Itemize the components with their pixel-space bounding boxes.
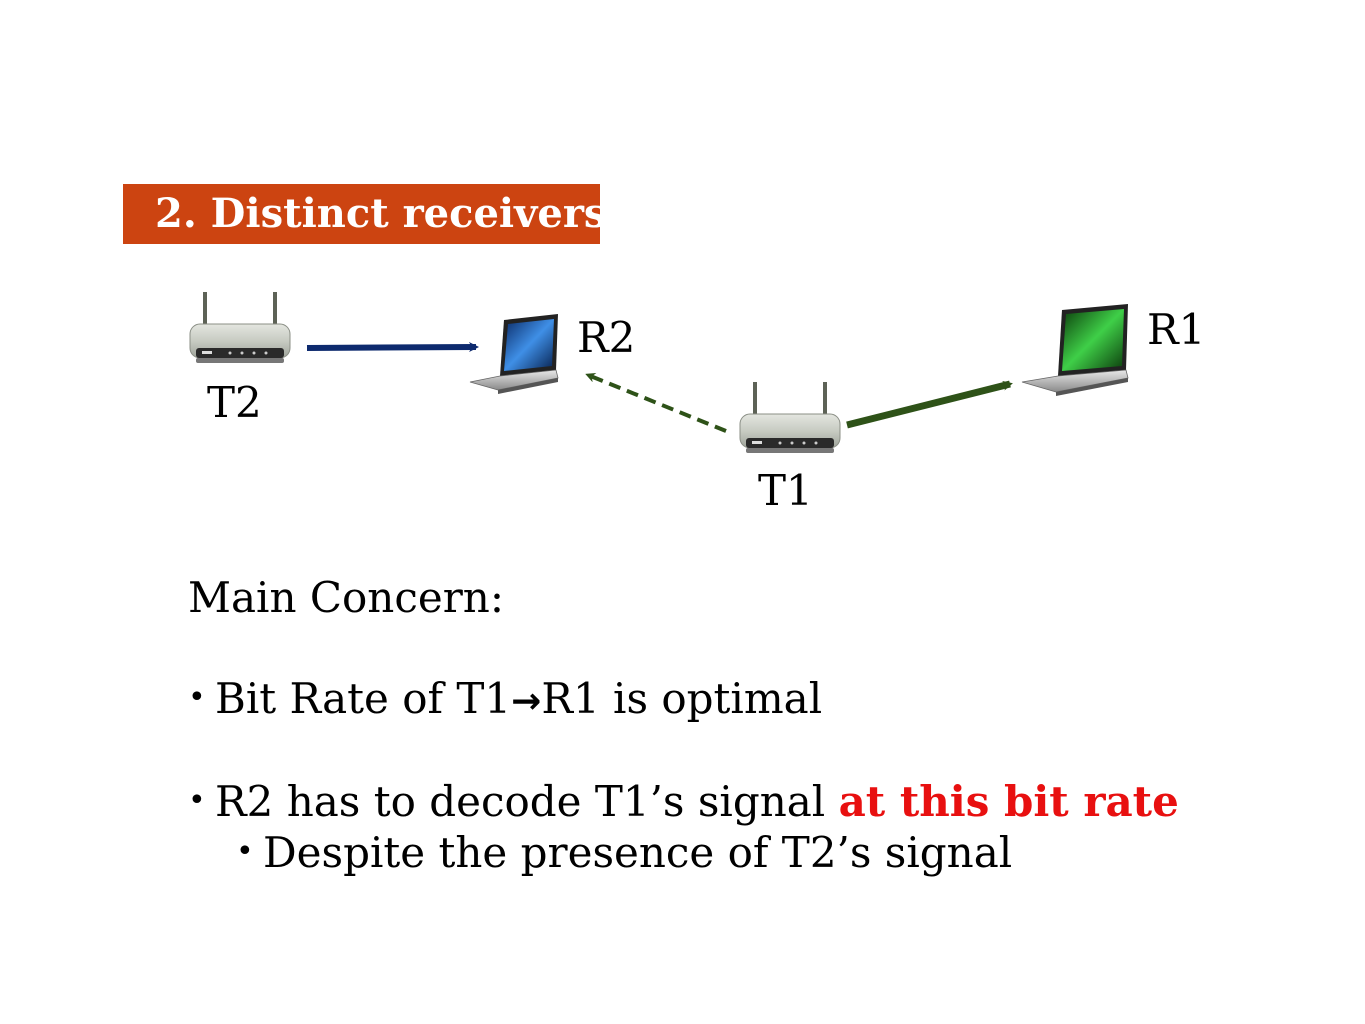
bullet2-text: R2 has to decode T1’s signal <box>215 777 839 826</box>
label-r2: R2 <box>577 313 636 362</box>
concern-heading: Main Concern: <box>188 573 505 622</box>
sub-bullet-text: Despite the presence of T2’s signal <box>263 828 1013 877</box>
bullet-r2-decode: •R2 has to decode T1’s signal at this bi… <box>188 781 1179 823</box>
router-t2-icon <box>189 292 291 363</box>
laptop-r1-icon <box>1021 304 1129 396</box>
arrow-t2-to-r2 <box>306 342 479 353</box>
bullet-icon: • <box>236 834 254 869</box>
bullet1-text-post: R1 is optimal <box>541 674 823 723</box>
bullet-icon: • <box>188 783 206 818</box>
bullet-icon: • <box>188 680 206 715</box>
router-t1-icon <box>739 382 841 453</box>
laptop-r2-icon <box>469 314 559 394</box>
bullet2-highlight: at this bit rate <box>838 777 1179 826</box>
label-r1: R1 <box>1147 305 1206 354</box>
bullet1-text-pre: Bit Rate of T1 <box>215 674 512 723</box>
label-t2: T2 <box>207 378 262 427</box>
sub-bullet-despite: •Despite the presence of T2’s signal <box>236 832 1012 874</box>
bullet-bit-rate: •Bit Rate of T1→R1 is optimal <box>188 678 822 720</box>
arrow-t1-to-r1 <box>846 380 1013 429</box>
right-arrow-icon: → <box>511 681 542 722</box>
interference-arrow-t1-to-r2 <box>585 372 727 433</box>
label-t1: T1 <box>758 466 813 515</box>
slide-title: 2. Distinct receivers <box>123 184 606 244</box>
